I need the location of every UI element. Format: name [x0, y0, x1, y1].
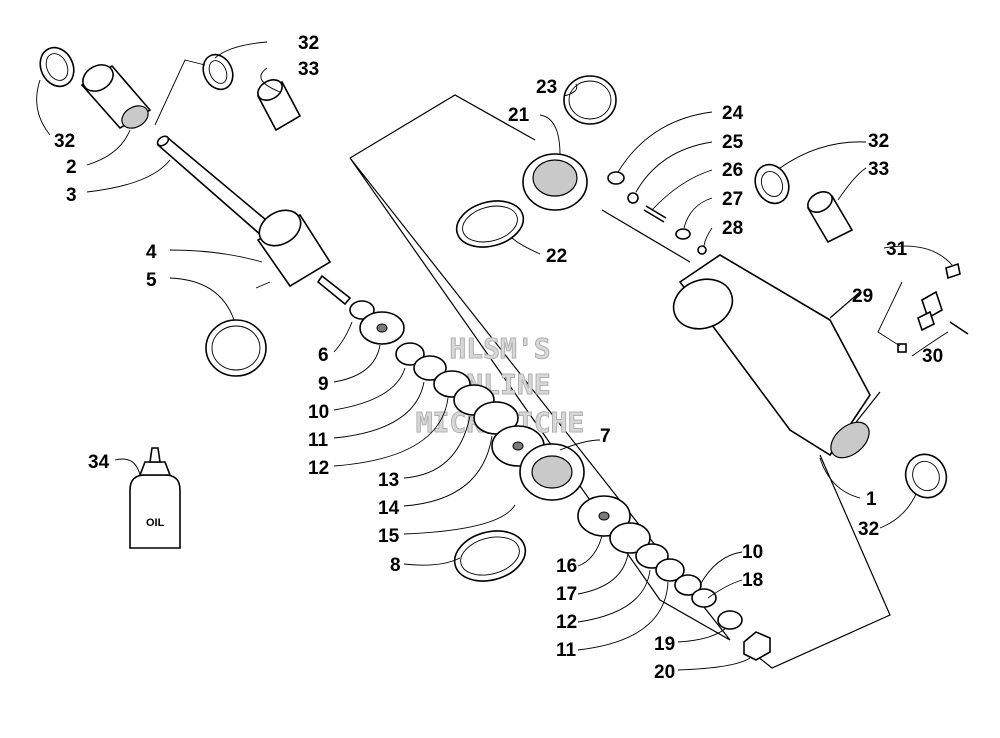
washer-stack [349, 300, 545, 467]
callout-30: 30 [922, 346, 943, 367]
bushing-32-top [202, 53, 234, 91]
callout-27: 27 [722, 189, 743, 210]
callout-25: 25 [722, 132, 744, 153]
callout-4: 4 [146, 242, 157, 263]
spacer-33-right [806, 191, 854, 244]
small-parts-24-28 [607, 171, 707, 255]
callout-31: 31 [886, 239, 908, 260]
callout-12: 12 [556, 612, 577, 633]
valve-7 [519, 443, 585, 501]
callout-6: 6 [318, 345, 329, 366]
callout-28: 28 [722, 218, 743, 239]
band-8 [453, 530, 527, 582]
callout-19: 19 [654, 634, 675, 655]
sleeve-2 [80, 64, 152, 130]
washer-stack-lower [577, 495, 771, 661]
callout-17: 17 [556, 584, 577, 605]
callout-14: 14 [378, 498, 400, 519]
callout-32: 32 [858, 519, 879, 540]
svg-text:HLSM'S: HLSM'S [449, 332, 550, 365]
callout-33: 33 [868, 159, 889, 180]
o-ring-5 [205, 319, 267, 377]
band-22 [455, 200, 525, 248]
callout-33: 33 [298, 59, 319, 80]
callout-26: 26 [722, 160, 743, 181]
callout-11: 11 [556, 640, 577, 661]
bracket-line-2 [154, 59, 206, 126]
piston-4 [256, 209, 352, 306]
bushing-32-top-left [39, 46, 75, 88]
callout-21: 21 [508, 105, 530, 126]
fitting-29-31 [897, 262, 969, 353]
callout-29: 29 [852, 286, 873, 307]
callout-20: 20 [654, 662, 675, 683]
spacer-33-top [256, 79, 302, 132]
callout-22: 22 [546, 246, 567, 267]
callout-9: 9 [318, 374, 329, 395]
o-ring-23 [563, 75, 617, 125]
callout-24: 24 [722, 103, 744, 124]
callout-32: 32 [54, 131, 75, 152]
callout-34: 34 [88, 452, 110, 473]
bushing-32-right-top [754, 163, 790, 205]
callout-11: 11 [308, 430, 329, 451]
callout-7: 7 [600, 426, 611, 447]
callout-18: 18 [742, 570, 763, 591]
callout-13: 13 [378, 470, 399, 491]
callout-2: 2 [66, 157, 77, 178]
oil-bottle-34: OIL [129, 447, 181, 549]
callout-32: 32 [868, 131, 889, 152]
callout-16: 16 [556, 556, 577, 577]
cylinder-body-1 [672, 254, 871, 459]
bushing-32-right-bottom [904, 453, 948, 499]
callout-1: 1 [866, 489, 877, 510]
bracket-29 [877, 281, 903, 347]
leader-lines [36, 41, 953, 671]
bottle-label: OIL [146, 517, 165, 529]
callout-32: 32 [298, 33, 319, 54]
callout-labels: 32 33 32 2 3 4 5 6 9 10 11 12 13 14 15 8… [54, 33, 943, 683]
callout-5: 5 [146, 270, 157, 291]
callout-3: 3 [66, 185, 77, 206]
callout-10: 10 [742, 542, 763, 563]
callout-15: 15 [378, 526, 400, 547]
callout-23: 23 [536, 77, 557, 98]
cap-21 [522, 153, 588, 211]
callout-12: 12 [308, 458, 329, 479]
callout-8: 8 [390, 555, 401, 576]
callout-10: 10 [308, 402, 329, 423]
